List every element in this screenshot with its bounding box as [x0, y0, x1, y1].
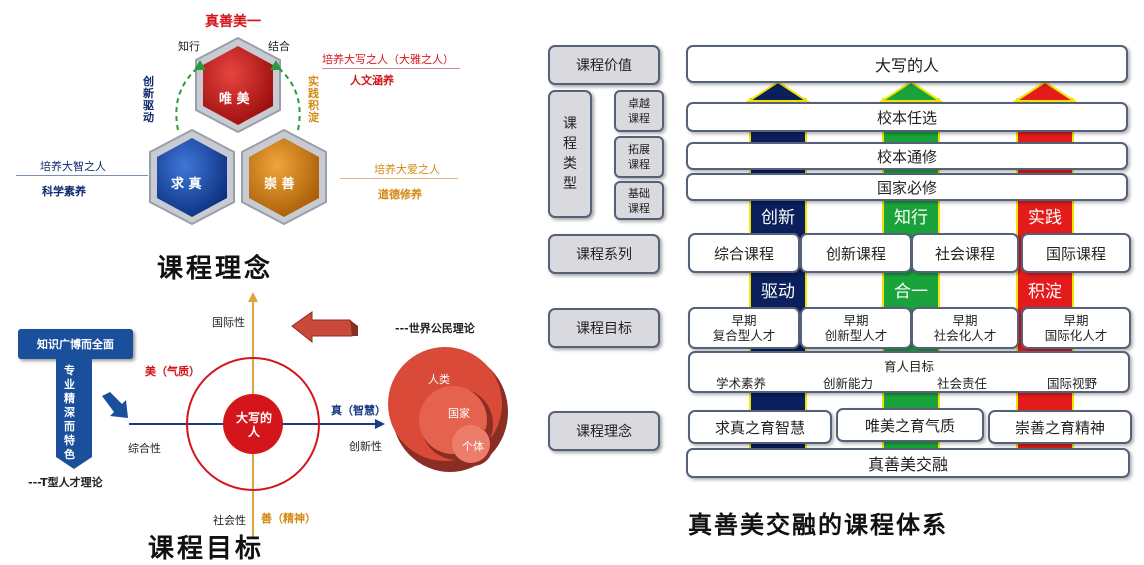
blue-arrow-icon [102, 392, 128, 418]
label-course-concept: 课程理念 [548, 411, 660, 451]
goal-item-3-l2: 社会化人才 [933, 328, 997, 343]
hex-chong-label: 崇 善 [264, 177, 295, 192]
sub-zhuoyue: 卓越课程 [614, 90, 664, 132]
goal-item-3: 早期社会化人才 [911, 307, 1019, 349]
sub-jichu-text: 基础课程 [628, 186, 650, 215]
shan-label: 善（精神） [261, 512, 316, 525]
goal-item-4-l1: 早期 [1063, 313, 1089, 328]
row-zhenshanmei: 真善美交融 [686, 448, 1130, 478]
yuren-title: 育人目标 [883, 359, 934, 374]
t-theory-label: ---T型人才理论 [28, 476, 103, 489]
system-title: 真善美交融的课程体系 [688, 510, 948, 539]
goal-item-4-l2: 国际化人才 [1044, 328, 1108, 343]
tag-shijian: 实践 [1028, 208, 1062, 228]
goal-item-1-l1: 早期 [731, 313, 757, 328]
t-box-stem: 专业精深而特色 [64, 364, 75, 461]
concept-title: 课程理念 [157, 254, 274, 284]
t-box-top: 知识广博而全面 [18, 329, 133, 359]
geti-label: 个体 [462, 440, 484, 453]
series-item-1: 综合课程 [688, 233, 800, 273]
row-daxie: 大写的人 [686, 45, 1128, 83]
axis-left-label: 综合性 [128, 442, 161, 455]
left-text-2: 科学素养 [42, 185, 86, 198]
series-item-2: 创新课程 [800, 233, 912, 273]
goal-item-3-l1: 早期 [952, 313, 978, 328]
hexagon-diagram [149, 36, 327, 226]
yuren-box: 育人目标 学术素养 创新能力 社会责任 国际视野 [688, 351, 1130, 393]
goal-item-4: 早期国际化人才 [1021, 307, 1131, 349]
label-course-type-text: 课程类型 [563, 116, 577, 192]
axis-bottom-label: 社会性 [213, 514, 246, 527]
sub-zhuoyue-text: 卓越课程 [628, 97, 650, 125]
hex-qiu-label: 求 真 [171, 177, 202, 192]
series-item-4: 国际课程 [1021, 233, 1131, 273]
world-arrow-icon [291, 311, 358, 344]
row-xiaoben-renxuan: 校本任选 [686, 102, 1128, 132]
tag-heyi: 合一 [894, 282, 928, 302]
nested-circles [388, 347, 508, 472]
renlei-label: 人类 [428, 373, 450, 386]
right-top-text-1: 培养大写之人（大雅之人） [322, 53, 454, 66]
concept-top-title: 真善美一 [205, 14, 261, 30]
t-stem-shape [56, 359, 92, 469]
zhen-label: 真（智慧） [331, 404, 386, 417]
goal-circle-diagram [129, 292, 385, 537]
world-theory-label: ---世界公民理论 [395, 322, 475, 335]
center-label: 大写的人 [235, 411, 272, 439]
sub-tuozhan-text: 拓展课程 [628, 143, 650, 171]
goal-item-1: 早期复合型人才 [688, 307, 800, 349]
left-text-1: 培养大智之人 [40, 160, 106, 173]
goal-item-2-l2: 创新型人才 [824, 328, 888, 343]
right-bot-arrow [340, 178, 458, 179]
concept-item-2: 唯美之育气质 [836, 408, 984, 442]
left-arrow [16, 175, 148, 176]
yuren-item-4: 国际视野 [1047, 376, 1098, 391]
right-bot-text-1: 培养大爱之人 [374, 163, 440, 176]
concept-item-1: 求真之育智慧 [688, 410, 832, 444]
tag-jidian: 积淀 [1028, 282, 1062, 302]
guojia-label: 国家 [448, 407, 470, 420]
tag-zhixing: 知行 [894, 208, 928, 228]
mei-label: 美（气质） [145, 365, 200, 378]
label-course-value: 课程价值 [548, 45, 660, 85]
goal-title: 课程目标 [148, 534, 265, 564]
goal-item-2-l1: 早期 [843, 313, 869, 328]
label-jiehe: 结合 [268, 40, 290, 53]
label-zhixing: 知行 [178, 40, 200, 53]
yuren-item-1: 学术素养 [716, 376, 767, 391]
row-xiaoben-tongxiu: 校本通修 [686, 142, 1128, 170]
row-guojia-bixiu: 国家必修 [686, 173, 1128, 201]
series-item-3: 社会课程 [911, 233, 1019, 273]
right-top-arrow [322, 68, 460, 69]
tag-qudong: 驱动 [761, 282, 795, 302]
sub-jichu: 基础课程 [614, 181, 664, 220]
yuren-item-2: 创新能力 [823, 376, 874, 391]
concept-item-3: 崇善之育精神 [988, 410, 1132, 444]
goal-item-1-l2: 复合型人才 [712, 328, 776, 343]
goal-item-2: 早期创新型人才 [800, 307, 912, 349]
column-arrow-heads [745, 80, 1078, 102]
arc-right-label: 实践积淀 [308, 75, 319, 124]
label-course-type: 课程类型 [548, 90, 592, 218]
hex-wei-label: 唯 美 [219, 92, 250, 107]
sub-tuozhan: 拓展课程 [614, 136, 664, 178]
arc-left-label: 创新驱动 [143, 75, 154, 124]
yuren-item-3: 社会责任 [937, 376, 988, 391]
right-bot-text-2: 道德修养 [378, 188, 422, 201]
right-top-text-2: 人文涵养 [350, 74, 394, 87]
axis-right-label: 创新性 [349, 440, 382, 453]
label-course-goal: 课程目标 [548, 308, 660, 348]
label-course-series: 课程系列 [548, 234, 660, 274]
axis-top-label: 国际性 [212, 316, 245, 329]
tag-chuangxin: 创新 [761, 208, 795, 228]
